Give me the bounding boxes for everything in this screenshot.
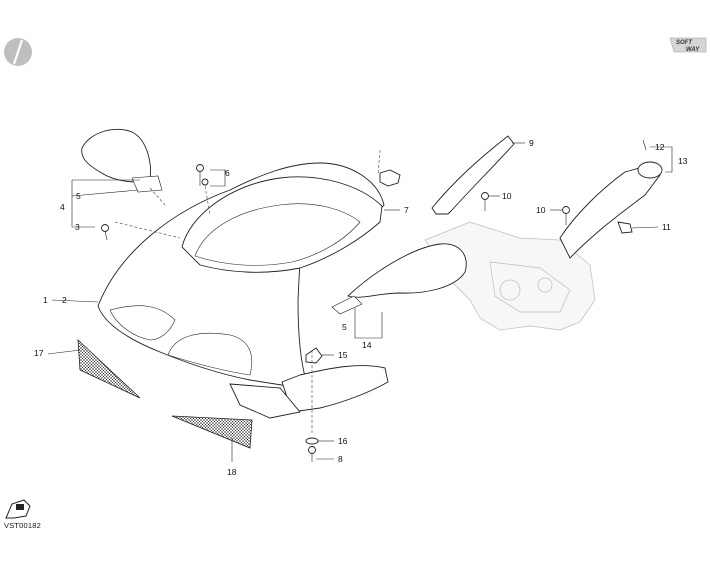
callout-13: 13 bbox=[678, 156, 688, 166]
lower-fairing-piece bbox=[229, 383, 301, 419]
brand-logo-icon bbox=[4, 38, 32, 66]
mesh-grille-18 bbox=[171, 415, 253, 449]
left-mirror bbox=[81, 128, 163, 193]
bracket-part-9 bbox=[431, 135, 515, 215]
leader-lines bbox=[47, 142, 673, 462]
ghost-headlight-bracket bbox=[424, 221, 596, 331]
callout-4: 4 bbox=[60, 202, 65, 212]
callout-5-left: 5 bbox=[76, 191, 81, 201]
motorcycle-pictogram-icon bbox=[5, 499, 31, 519]
callout-labels: 1 2 3 4 5 5 6 7 8 9 10 10 11 12 13 14 15… bbox=[34, 138, 688, 477]
callout-10-b: 10 bbox=[536, 205, 546, 215]
callout-16: 16 bbox=[338, 436, 348, 446]
callout-9: 9 bbox=[529, 138, 534, 148]
callout-6: 6 bbox=[225, 168, 230, 178]
callout-8: 8 bbox=[338, 454, 343, 464]
callout-15: 15 bbox=[338, 350, 348, 360]
callout-12: 12 bbox=[655, 142, 665, 152]
fasteners bbox=[101, 139, 647, 462]
callout-10-a: 10 bbox=[502, 191, 512, 201]
callout-2: 2 bbox=[62, 295, 67, 305]
callout-18: 18 bbox=[227, 467, 237, 477]
mesh-grille-17 bbox=[77, 339, 141, 399]
callout-1: 1 bbox=[43, 295, 48, 305]
callout-7: 7 bbox=[404, 205, 409, 215]
windscreen bbox=[181, 176, 383, 273]
badge-line1: SOFT bbox=[676, 40, 693, 46]
callout-5-right: 5 bbox=[342, 322, 347, 332]
callout-14: 14 bbox=[362, 340, 372, 350]
callout-17: 17 bbox=[34, 348, 44, 358]
softway-badge: SOFT WAY bbox=[669, 37, 707, 53]
callout-3: 3 bbox=[75, 222, 80, 232]
callout-11: 11 bbox=[662, 222, 671, 232]
air-duct bbox=[559, 161, 663, 259]
badge-line2: WAY bbox=[686, 47, 700, 53]
drawing-code: VST00182 bbox=[4, 521, 42, 530]
right-mirror bbox=[331, 243, 467, 315]
